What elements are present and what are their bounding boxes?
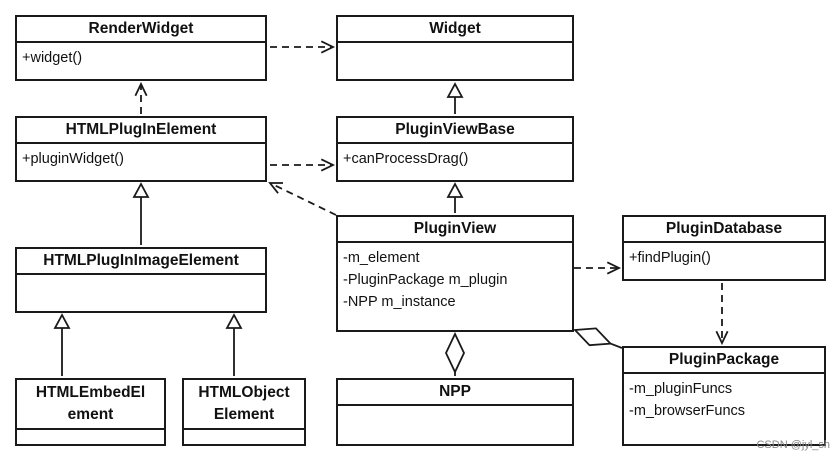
class-plugin-view-base: PluginViewBase +canProcessDrag() <box>336 116 574 182</box>
attribute: -m_element <box>343 250 420 266</box>
edge-htmlpluginelement-pluginviewbase-arrowhead <box>320 158 336 172</box>
class-name: HTMLObject Element <box>184 380 304 430</box>
class-methods: +canProcessDrag() <box>338 144 572 180</box>
class-html-embed-element: HTMLEmbedEl ement <box>15 378 166 446</box>
class-body <box>17 430 164 444</box>
class-attributes: -m_pluginFuncs -m_browserFuncs <box>624 374 824 444</box>
edge-pluginviewbase-widget-triangle <box>446 82 464 98</box>
watermark: CSDN @jyl_sh <box>756 439 830 451</box>
edge-htmlobjectelement-htmlpluginimageelement-triangle <box>225 313 243 329</box>
edge-pluginview-htmlpluginelement-arrowhead <box>268 182 284 194</box>
edge-plugindatabase-pluginpackage-arrowhead <box>715 330 729 346</box>
class-plugin-database: PluginDatabase +findPlugin() <box>622 215 826 281</box>
class-name: NPP <box>338 380 572 406</box>
attribute: -m_pluginFuncs <box>629 381 733 397</box>
method: +widget() <box>22 50 83 66</box>
edge-pluginview-pluginviewbase-triangle <box>446 182 464 198</box>
class-name: HTMLPlugInElement <box>17 118 265 144</box>
class-name: PluginDatabase <box>624 217 824 243</box>
class-body <box>338 406 572 444</box>
edge-pluginview-pluginpackage-diamond <box>573 327 613 347</box>
class-body <box>17 275 265 311</box>
edge-pluginview-npp-diamond <box>445 331 465 375</box>
class-plugin-view: PluginView -m_element -PluginPackage m_p… <box>336 215 574 332</box>
method: +canProcessDrag() <box>343 151 469 167</box>
attribute: -NPP m_instance <box>343 294 456 310</box>
class-methods: +findPlugin() <box>624 243 824 279</box>
edge-pluginview-htmlpluginelement-line <box>269 182 337 216</box>
class-name: HTMLEmbedEl ement <box>17 380 164 430</box>
edge-htmlpluginelement-renderwidget-arrowhead <box>134 81 148 97</box>
class-attributes: -m_element -PluginPackage m_plugin -NPP … <box>338 243 572 330</box>
class-name: Widget <box>338 17 572 43</box>
attribute: -m_browserFuncs <box>629 403 746 419</box>
class-widget: Widget <box>336 15 574 81</box>
edge-htmlpluginimageelement-htmlpluginelement-triangle <box>132 182 150 198</box>
class-plugin-package: PluginPackage -m_pluginFuncs -m_browserF… <box>622 346 826 446</box>
class-render-widget: RenderWidget +widget() <box>15 15 267 81</box>
class-name: HTMLPlugInImageElement <box>17 249 265 275</box>
class-html-plugin-element: HTMLPlugInElement +pluginWidget() <box>15 116 267 182</box>
class-body <box>184 430 304 444</box>
edge-renderwidget-widget-arrowhead <box>320 40 336 54</box>
class-html-object-element: HTMLObject Element <box>182 378 306 446</box>
class-name: PluginView <box>338 217 572 243</box>
class-html-plugin-image-element: HTMLPlugInImageElement <box>15 247 267 313</box>
attribute: -PluginPackage m_plugin <box>343 272 508 288</box>
edge-htmlembedelement-htmlpluginimageelement-triangle <box>53 313 71 329</box>
class-name: PluginPackage <box>624 348 824 374</box>
class-name: RenderWidget <box>17 17 265 43</box>
method: +pluginWidget() <box>22 151 124 167</box>
class-body <box>338 43 572 79</box>
method: +findPlugin() <box>629 250 711 266</box>
class-npp: NPP <box>336 378 574 446</box>
class-methods: +pluginWidget() <box>17 144 265 180</box>
edge-pluginview-plugindatabase-arrowhead <box>606 261 622 275</box>
class-methods: +widget() <box>17 43 265 79</box>
class-name: PluginViewBase <box>338 118 572 144</box>
